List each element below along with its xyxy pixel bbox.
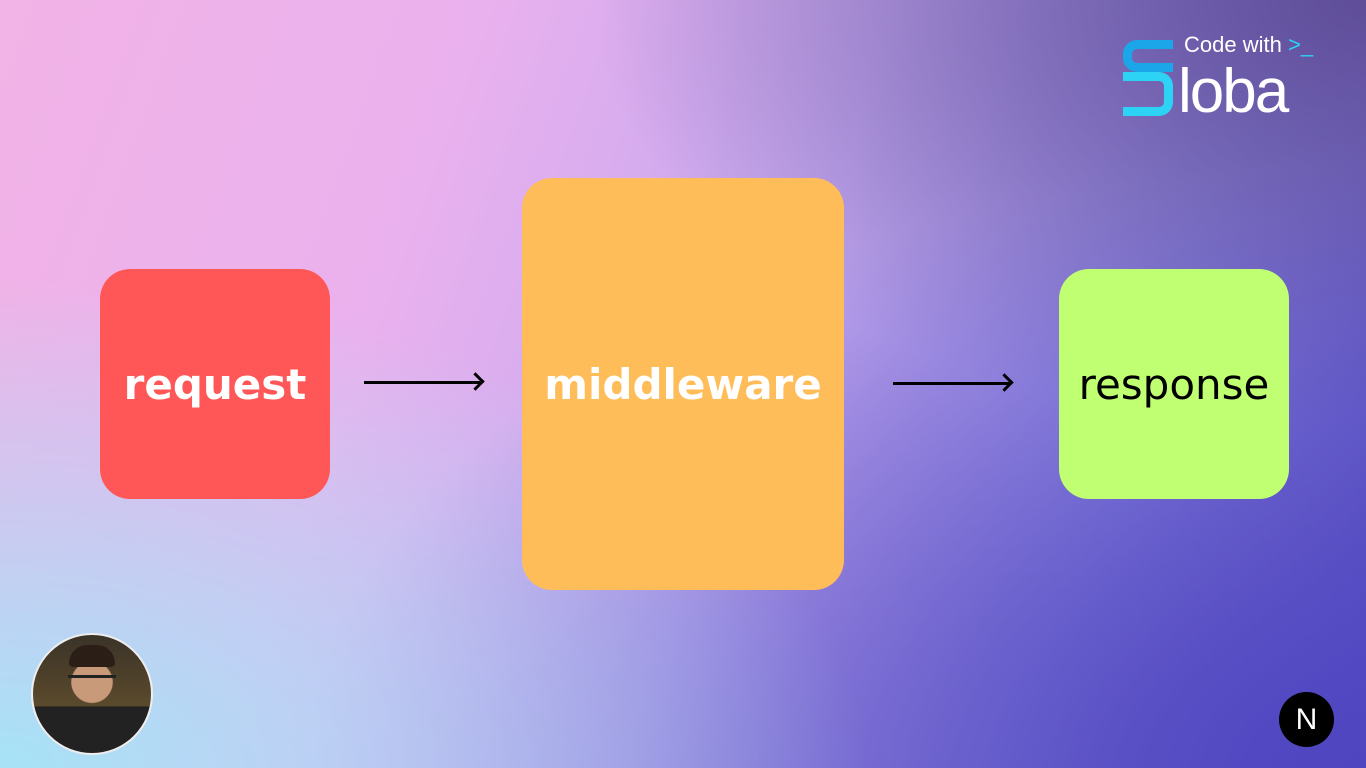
middleware-label: middleware xyxy=(544,359,822,409)
request-label: request xyxy=(123,359,307,409)
arrow-middleware-to-response xyxy=(893,382,1009,385)
terminal-prompt-icon: >_ xyxy=(1287,32,1314,57)
response-node: response xyxy=(1059,269,1289,499)
avatar xyxy=(31,633,153,755)
middleware-node: middleware xyxy=(522,178,844,590)
nextjs-letter: N xyxy=(1295,702,1318,736)
logo-g-icon xyxy=(1117,40,1177,116)
logo-line2: loba xyxy=(1178,57,1289,126)
nextjs-icon: N xyxy=(1279,692,1334,747)
logo-top-line: Code with >_ xyxy=(1184,32,1313,58)
response-label: response xyxy=(1078,359,1270,409)
code-with-globa-logo: Code with >_ loba xyxy=(1112,32,1342,124)
arrow-request-to-middleware xyxy=(364,381,480,384)
request-node: request xyxy=(100,269,330,499)
logo-line1: Code with xyxy=(1184,32,1282,57)
